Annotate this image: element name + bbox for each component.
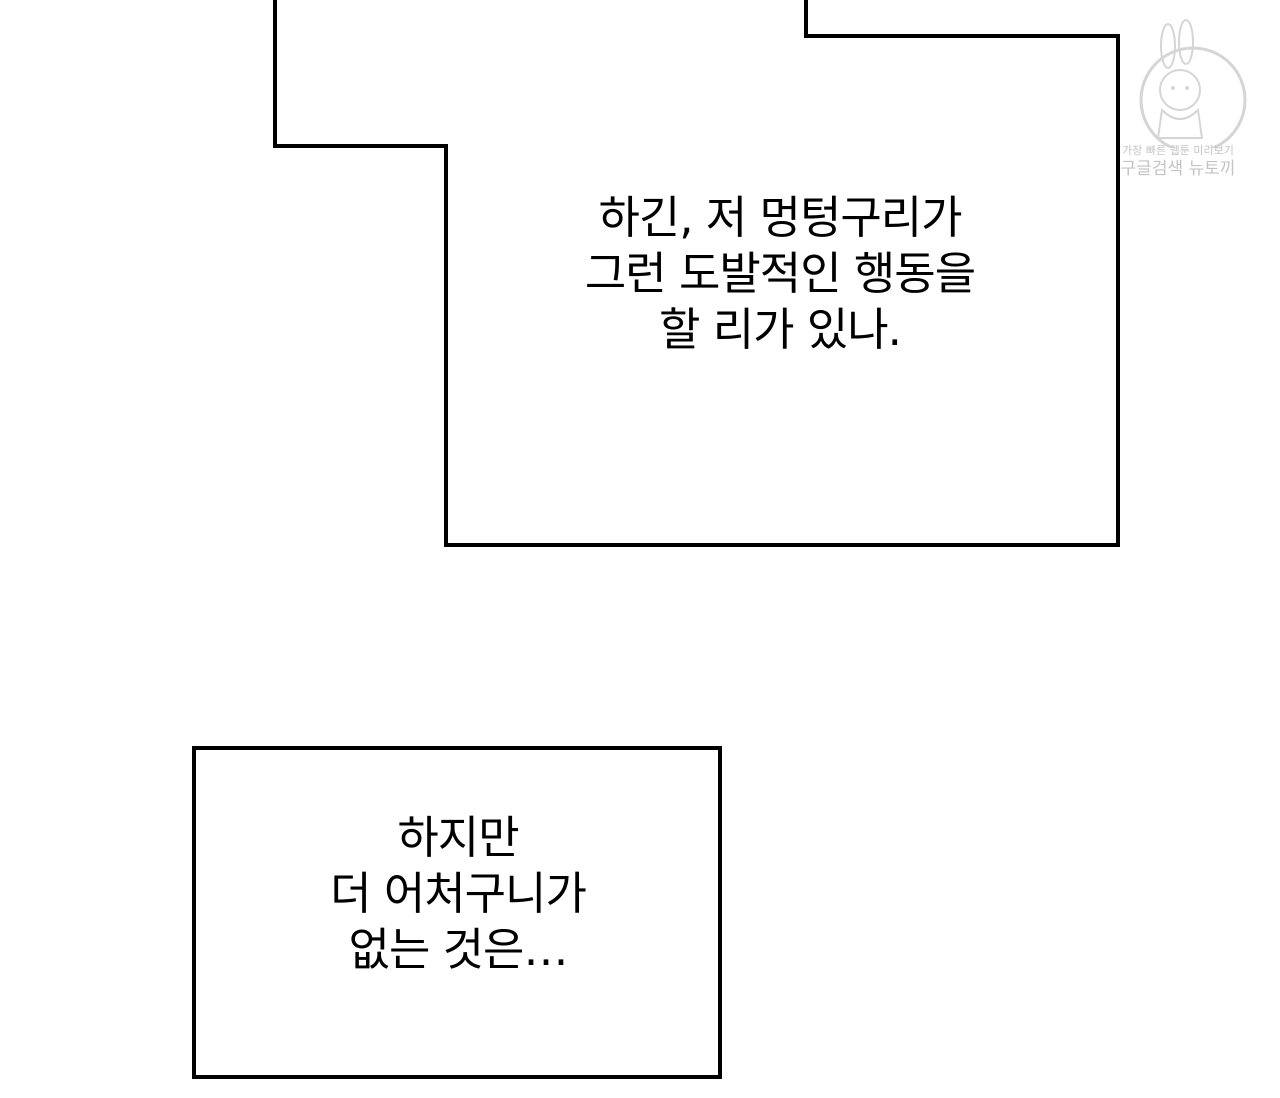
caption-text-1: 하긴, 저 멍텅구리가 그런 도발적인 행동을 할 리가 있나. [480,190,1080,358]
caption-1-line-2: 그런 도발적인 행동을 [584,247,976,300]
caption-2-line-3: 없는 것은… [348,923,569,976]
caption-1-line-1: 하긴, 저 멍텅구리가 [598,191,962,244]
caption-2-line-1: 하지만 [397,811,519,864]
caption-text-2: 하지만 더 어처구니가 없는 것은… [195,810,721,978]
caption-1-line-3: 할 리가 있나. [659,303,902,356]
watermark: 가장 빠른 웹툰 미리보기 구글검색 뉴토끼 [1098,18,1258,188]
rabbit-mascot-icon [1139,19,1247,154]
caption-box-2 [192,746,722,1079]
caption-2-line-2: 더 어처구니가 [330,867,587,920]
watermark-site: 구글검색 뉴토끼 [1120,159,1236,179]
watermark-tagline: 가장 빠른 웹툰 미리보기 [1122,144,1234,157]
